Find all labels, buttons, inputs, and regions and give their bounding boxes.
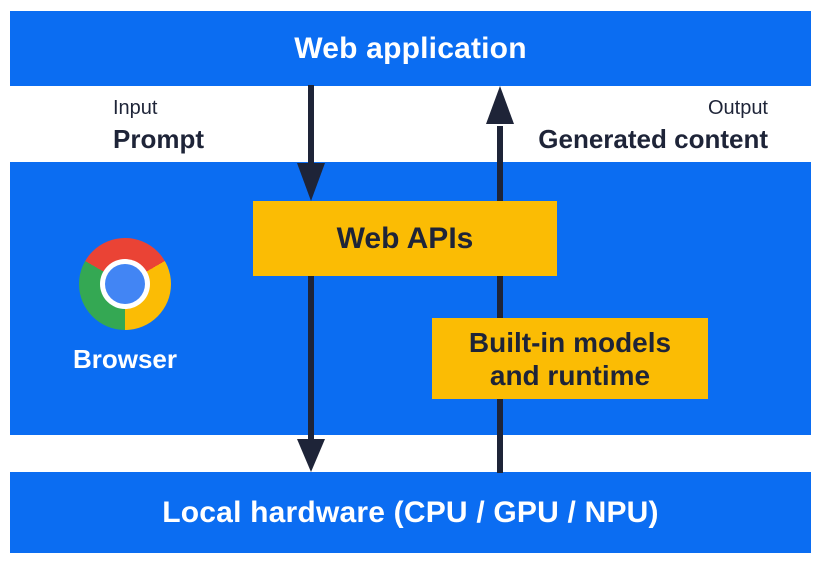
output-label-group: Output Generated content [538,94,768,156]
chrome-logo-center [105,264,145,304]
output-title: Output [707,97,768,119]
builtin-models-label-line1: Built-in models [468,326,672,358]
input-value-prompt: Prompt [113,124,204,154]
builtin-models-box: Built-in models and runtime [432,318,708,399]
browser-label: Browser [72,344,178,374]
arrow-down-icon [297,439,325,472]
local-hardware-bar: Local hardware (CPU / GPU / NPU) [10,472,811,553]
web-apis-box: Web APIs [253,201,557,276]
web-application-label: Web application [294,31,527,65]
chrome-browser-logo-icon [79,238,171,330]
web-application-bar: Web application [10,11,811,86]
builtin-models-label-line2: and runtime [489,359,651,391]
arrow-up-icon [486,86,514,124]
web-apis-label: Web APIs [336,221,474,255]
local-hardware-label: Local hardware (CPU / GPU / NPU) [162,495,659,529]
input-title: Input [113,97,158,119]
output-value-generated-content: Generated content [538,124,768,154]
input-label-group: Input Prompt [113,94,204,156]
